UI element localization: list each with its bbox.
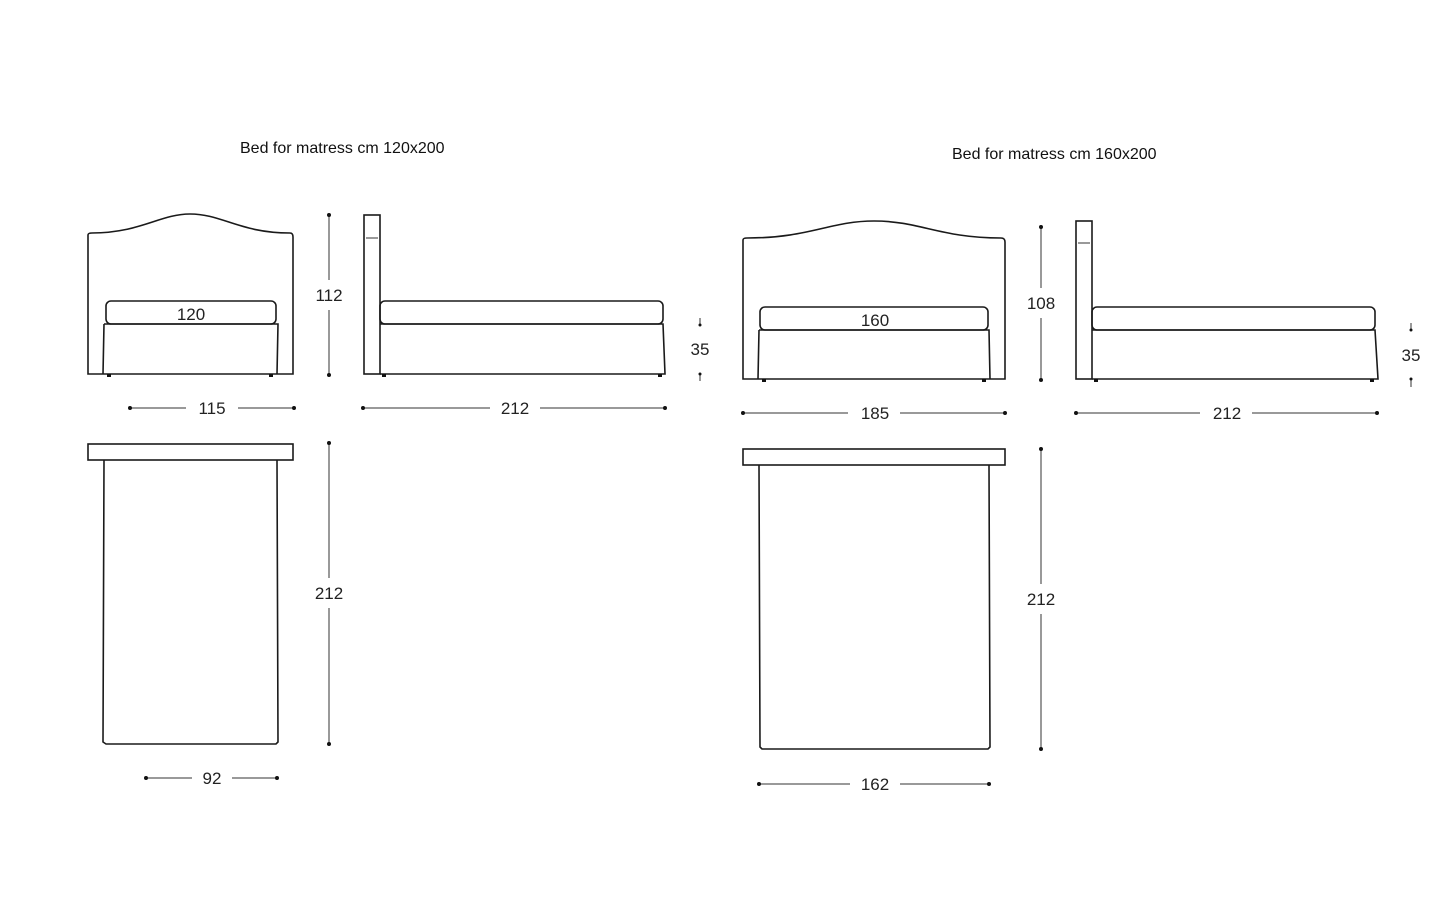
width-label: 115	[198, 399, 225, 418]
base-height-dimension: 35	[691, 318, 710, 381]
bed-120-title: Bed for matress cm 120x200	[240, 140, 445, 157]
top-length-label: 212	[315, 584, 343, 603]
top-length-dimension: 212	[315, 441, 343, 746]
bed-120-top-view	[87, 443, 294, 745]
top-length-label: 212	[1027, 590, 1055, 609]
width-dimension: 185	[741, 404, 1007, 423]
top-width-label: 162	[861, 775, 889, 794]
top-width-label: 92	[203, 769, 222, 788]
top-length-dimension: 212	[1027, 447, 1055, 751]
top-width-dimension: 162	[757, 775, 991, 794]
mattress-width-label: 160	[861, 311, 889, 330]
height-dimension: 112	[315, 213, 343, 377]
bed-160-title: Bed for matress cm 160x200	[952, 146, 1157, 163]
bed-160-front-view: 160	[742, 220, 1006, 382]
mattress-width-label: 120	[177, 305, 205, 324]
base-height-label: 35	[691, 340, 710, 359]
height-dimension: 108	[1027, 225, 1055, 382]
length-label: 212	[501, 399, 529, 418]
bed-160-group: Bed for matress cm 160x200 160 108 185	[741, 146, 1420, 794]
width-label: 185	[861, 404, 889, 423]
bed-160-side-view	[1075, 220, 1379, 382]
width-dimension: 115	[128, 399, 296, 418]
bed-120-side-view	[363, 214, 666, 377]
bed-120-group: Bed for matress cm 120x200 120 112 115	[87, 140, 710, 788]
length-dimension: 212	[361, 399, 667, 418]
base-height-label: 35	[1402, 346, 1421, 365]
length-dimension: 212	[1074, 404, 1379, 423]
height-label: 108	[1027, 294, 1055, 313]
length-label: 212	[1213, 404, 1241, 423]
height-label: 112	[315, 286, 342, 305]
bed-160-top-view	[742, 448, 1006, 750]
top-width-dimension: 92	[144, 769, 279, 788]
bed-120-front-view: 120	[87, 213, 294, 377]
base-height-dimension: 35	[1402, 323, 1421, 387]
